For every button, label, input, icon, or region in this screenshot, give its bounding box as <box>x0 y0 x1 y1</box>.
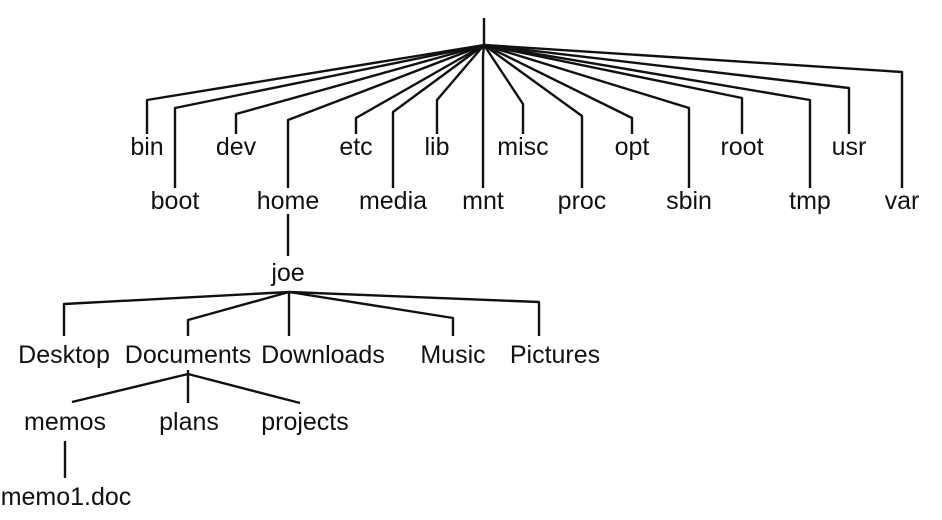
node-tmp: tmp <box>789 187 831 215</box>
node-lib: lib <box>424 133 449 161</box>
node-usr: usr <box>832 133 867 161</box>
edge-documents-memos <box>71 372 189 404</box>
node-memos: memos <box>24 408 106 436</box>
edge-joe-desktop <box>62 290 290 336</box>
node-home: home <box>257 187 320 215</box>
edge-root-lib <box>435 44 485 134</box>
edge-joe-music <box>288 290 455 336</box>
edge-root-dev <box>234 43 485 134</box>
tree-edges <box>62 18 904 478</box>
node-var: var <box>885 187 920 215</box>
node-opt: opt <box>615 133 650 161</box>
node-pictures: Pictures <box>510 341 600 369</box>
node-plans: plans <box>159 408 219 436</box>
node-sbin: sbin <box>666 187 712 215</box>
node-memo1-doc: memo1.doc <box>1 483 132 511</box>
node-root: root <box>720 133 763 161</box>
edge-root-boot <box>173 43 485 188</box>
edge-root-etc <box>354 43 485 134</box>
edge-joe-documents <box>186 290 290 336</box>
node-mnt: mnt <box>462 187 504 215</box>
edge-documents-projects <box>187 372 301 405</box>
edge-root-home <box>286 43 485 188</box>
node-music: Music <box>420 341 485 369</box>
edge-joe-pictures <box>288 290 541 336</box>
node-projects: projects <box>261 408 349 436</box>
edge-root-var <box>483 43 904 188</box>
edge-root-misc <box>482 44 525 134</box>
edge-root-root <box>483 43 744 134</box>
edge-root-mnt <box>481 44 486 188</box>
node-proc: proc <box>558 187 607 215</box>
edge-root-sbin <box>483 43 691 188</box>
edge-root-proc <box>483 44 584 188</box>
node-downloads: Downloads <box>261 341 385 369</box>
edge-root-tmp <box>483 43 812 188</box>
edge-root-usr <box>483 43 851 134</box>
node-bin: bin <box>130 133 163 161</box>
node-desktop: Desktop <box>18 341 110 369</box>
node-media: media <box>359 187 427 215</box>
node-etc: etc <box>339 133 372 161</box>
node-misc: misc <box>497 133 548 161</box>
edge-root-media <box>391 44 485 188</box>
edge-root-bin <box>145 43 485 134</box>
edge-root-opt <box>483 43 634 134</box>
node-dev: dev <box>216 133 257 161</box>
node-joe: joe <box>270 259 304 287</box>
node-boot: boot <box>151 187 200 215</box>
node-documents: Documents <box>125 341 251 369</box>
